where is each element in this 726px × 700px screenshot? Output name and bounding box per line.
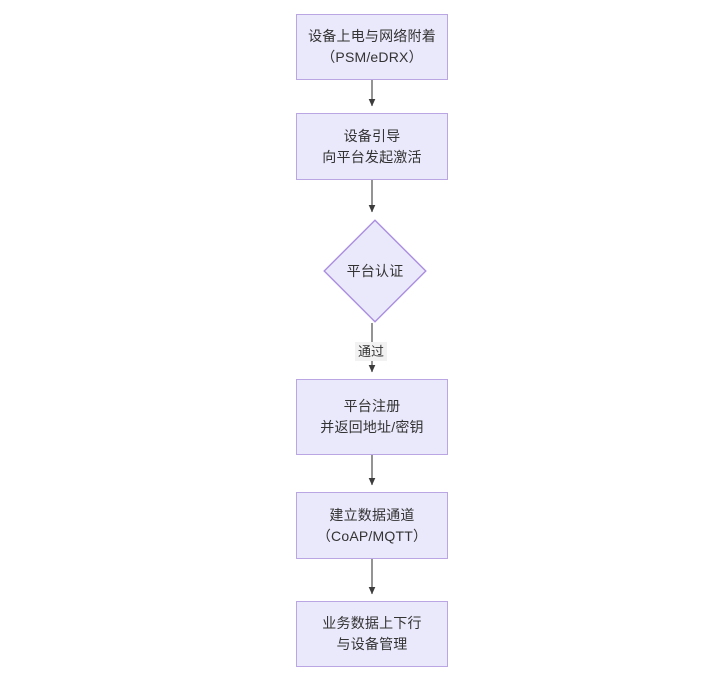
node-bootstrap-label: 设备引导 向平台发起激活 xyxy=(322,127,422,165)
node-platform-register[interactable]: 平台注册 并返回地址/密钥 xyxy=(296,379,448,455)
node-business-data-label: 业务数据上下行 与设备管理 xyxy=(322,615,422,652)
edge-label-pass: 通过 xyxy=(355,342,388,361)
node-bootstrap[interactable]: 设备引导 向平台发起激活 xyxy=(296,113,448,180)
node-power-on[interactable]: 设备上电与网络附着 （PSM/eDRX） xyxy=(296,14,448,80)
diamond-shape-icon xyxy=(323,219,427,323)
node-platform-register-label: 平台注册 并返回地址/密钥 xyxy=(320,398,424,435)
node-platform-auth[interactable]: 平台认证 xyxy=(323,219,427,323)
node-platform-auth-label: 平台认证 xyxy=(346,262,404,279)
node-data-channel-label: 建立数据通道 （CoAP/MQTT） xyxy=(316,506,428,544)
node-power-on-label: 设备上电与网络附着 （PSM/eDRX） xyxy=(308,28,436,65)
node-business-data[interactable]: 业务数据上下行 与设备管理 xyxy=(296,601,448,667)
node-data-channel[interactable]: 建立数据通道 （CoAP/MQTT） xyxy=(296,492,448,559)
